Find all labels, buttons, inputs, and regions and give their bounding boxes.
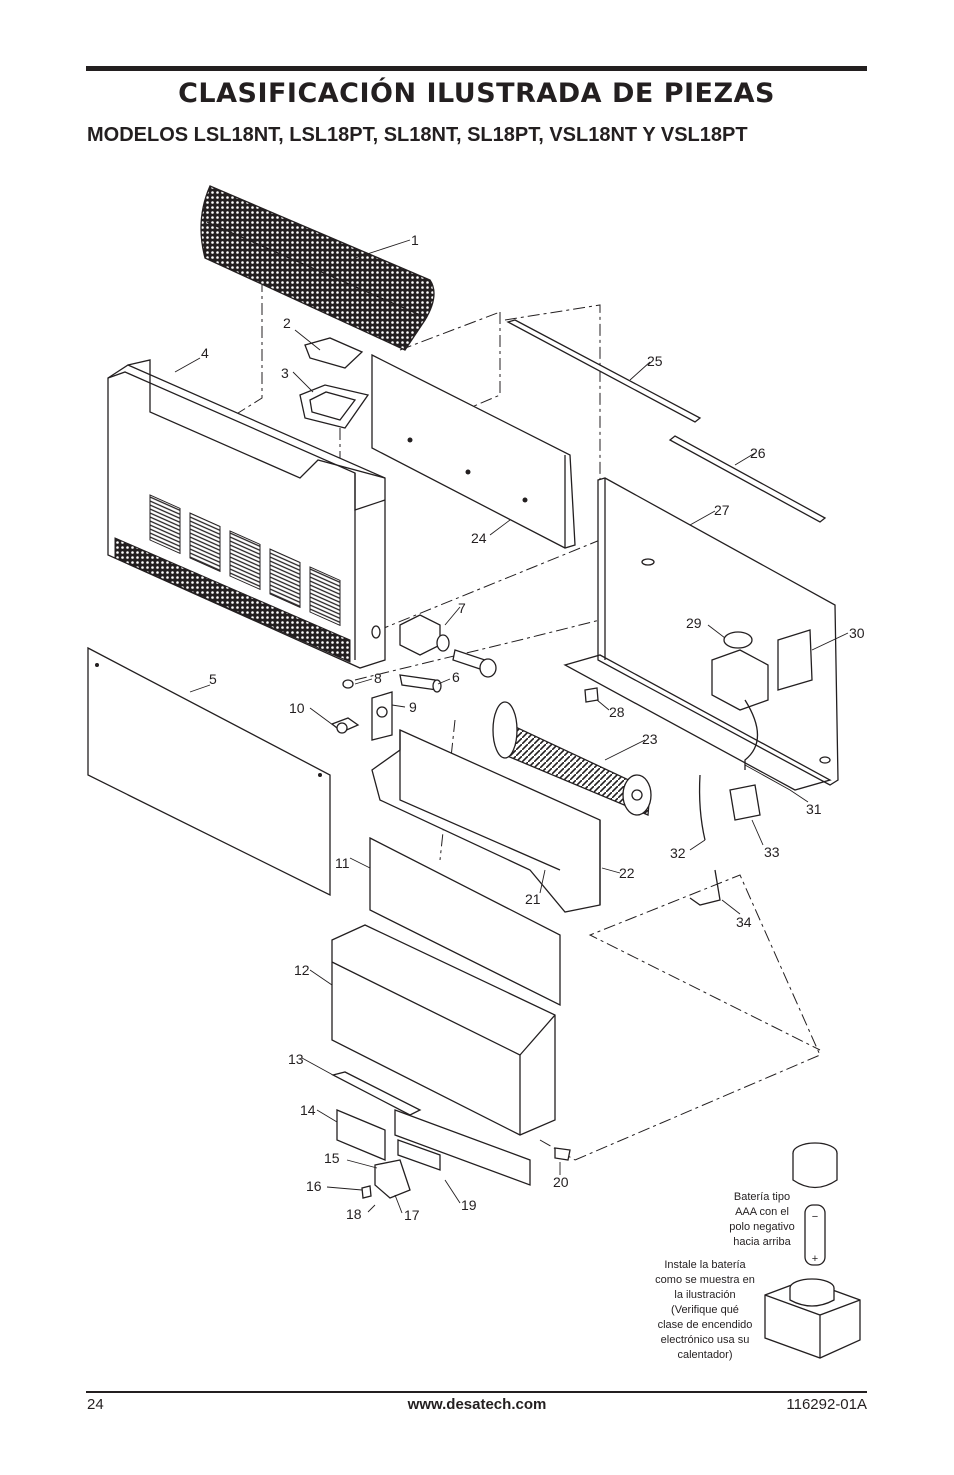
part-11-panel xyxy=(369,836,561,1007)
part-3-gasket xyxy=(299,384,370,429)
callout-11: 11 xyxy=(335,855,350,871)
callout-23: 23 xyxy=(642,731,658,747)
part-17-ignitor xyxy=(374,1159,411,1199)
part-30-bracket xyxy=(777,629,813,691)
part-12-heat-exchanger xyxy=(331,924,556,1136)
callout-20: 20 xyxy=(553,1174,569,1190)
svg-text:Instale la batería: Instale la batería xyxy=(664,1259,746,1271)
document-number: 116292-01A xyxy=(786,1396,867,1413)
callout-8: 8 xyxy=(374,670,382,686)
part-34-tube xyxy=(689,869,721,906)
part-25-bracket xyxy=(506,319,702,423)
callout-25: 25 xyxy=(647,353,663,369)
battery-inset xyxy=(764,1142,861,1359)
callout-10: 10 xyxy=(289,700,305,716)
svg-text:calentador): calentador) xyxy=(677,1349,732,1361)
callout-17: 17 xyxy=(404,1207,420,1223)
callout-14: 14 xyxy=(300,1102,316,1118)
callout-28: 28 xyxy=(609,704,625,720)
svg-text:AAA con el: AAA con el xyxy=(735,1206,789,1218)
part-32-line xyxy=(698,774,706,841)
part-7-module xyxy=(399,614,497,678)
part-2-cover xyxy=(304,337,364,369)
svg-text:como se muestra en: como se muestra en xyxy=(655,1274,755,1286)
callout-32: 32 xyxy=(670,845,686,861)
part-23-blower xyxy=(492,701,652,816)
callout-1: 1 xyxy=(411,232,419,248)
part-28-fitting xyxy=(584,687,599,703)
callout-31: 31 xyxy=(806,801,822,817)
callout-33: 33 xyxy=(764,844,780,860)
part-1-top-grille xyxy=(200,185,435,351)
callout-9: 9 xyxy=(409,699,417,715)
part-31-tube xyxy=(744,699,758,770)
svg-text:polo negativo: polo negativo xyxy=(729,1221,794,1233)
part-8-grommet xyxy=(342,679,354,689)
page-number: 24 xyxy=(87,1396,104,1413)
callout-29: 29 xyxy=(686,615,702,631)
callout-22: 22 xyxy=(619,865,635,881)
part-29-valve xyxy=(711,631,769,711)
callout-26: 26 xyxy=(750,445,766,461)
part-20-fitting xyxy=(554,1147,571,1161)
callout-21: 21 xyxy=(525,891,541,907)
callout-15: 15 xyxy=(324,1150,340,1166)
part-26-strip xyxy=(668,435,827,523)
callout-18: 18 xyxy=(346,1206,362,1222)
part-14-plate xyxy=(336,1109,386,1161)
part-19-manifold xyxy=(394,1109,531,1186)
callout-4: 4 xyxy=(201,345,209,361)
battery-orientation-note: Batería tipo AAA con el polo negativo ha… xyxy=(729,1191,818,1265)
part-24-back-panel xyxy=(371,353,576,549)
callout-13: 13 xyxy=(288,1051,304,1067)
website-link[interactable]: www.desatech.com xyxy=(407,1396,547,1413)
bottom-rule xyxy=(86,1391,867,1393)
part-27-rear-panel xyxy=(563,477,839,791)
svg-text:Batería tipo: Batería tipo xyxy=(734,1191,790,1203)
callout-27: 27 xyxy=(714,502,730,518)
svg-text:hacia arriba: hacia arriba xyxy=(733,1236,791,1248)
leader-lines xyxy=(174,239,849,1214)
page-title: CLASIFICACIÓN ILUSTRADA DE PIEZAS xyxy=(178,78,775,109)
callout-30: 30 xyxy=(849,625,865,641)
battery-positive-sign: + xyxy=(812,1253,818,1265)
battery-negative-sign: − xyxy=(812,1211,818,1223)
svg-text:la ilustración: la ilustración xyxy=(674,1289,735,1301)
callout-16: 16 xyxy=(306,1178,322,1194)
callout-34: 34 xyxy=(736,914,752,930)
part-5-front-panel xyxy=(87,646,331,897)
part-33-regulator xyxy=(729,784,761,821)
part-10-switch xyxy=(330,717,360,734)
part-4-cabinet xyxy=(107,359,386,669)
callout-5: 5 xyxy=(209,671,217,687)
part-21-housing xyxy=(371,728,601,913)
callout-2: 2 xyxy=(283,315,291,331)
part-13-tube xyxy=(331,1071,422,1116)
svg-text:(Verifique qué: (Verifique qué xyxy=(671,1304,739,1316)
callout-12: 12 xyxy=(294,962,310,978)
callout-19: 19 xyxy=(461,1197,477,1213)
part-6-electrode xyxy=(399,674,442,693)
page-subtitle: MODELOS LSL18NT, LSL18PT, SL18NT, SL18PT… xyxy=(87,124,748,146)
part-16-clip xyxy=(361,1185,372,1199)
svg-text:electrónico usa su: electrónico usa su xyxy=(661,1334,750,1346)
callout-7: 7 xyxy=(458,600,466,616)
top-rule xyxy=(86,66,867,71)
part-9-bracket xyxy=(371,691,393,741)
svg-text:clase de encendido: clase de encendido xyxy=(658,1319,753,1331)
battery-install-note: Instale la batería como se muestra en la… xyxy=(655,1259,755,1361)
callout-labels: 1 2 3 4 5 6 7 8 9 10 11 12 13 14 15 16 1… xyxy=(201,232,865,1223)
callout-24: 24 xyxy=(471,530,487,546)
callout-6: 6 xyxy=(452,669,460,685)
callout-3: 3 xyxy=(281,365,289,381)
